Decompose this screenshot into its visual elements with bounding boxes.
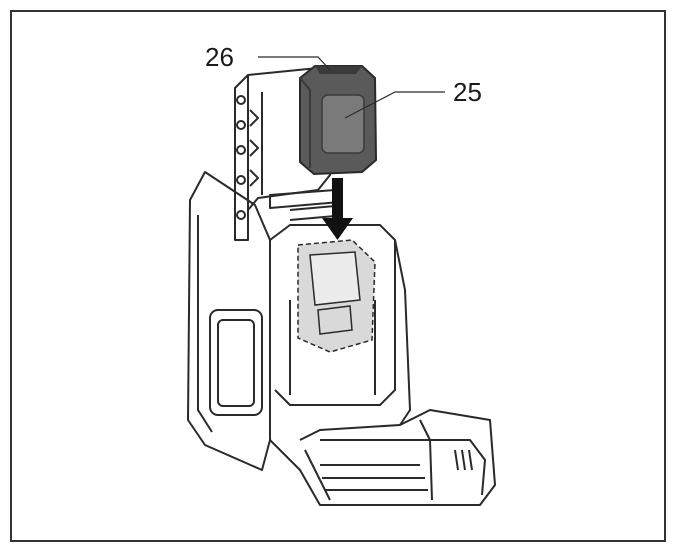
leader-line-25 [344,91,445,119]
battery-compartment [297,239,376,353]
battery-holder [234,67,341,241]
callout-25: 25 [453,77,482,107]
battery-pack [299,65,378,176]
radio-body [187,171,496,506]
insert-direction-arrow [322,178,353,240]
callout-26: 26 [205,42,234,72]
leader-line-26 [258,56,331,71]
speaker-panel [209,309,263,416]
battery-label-face [321,94,365,154]
leader-lines [258,56,445,119]
